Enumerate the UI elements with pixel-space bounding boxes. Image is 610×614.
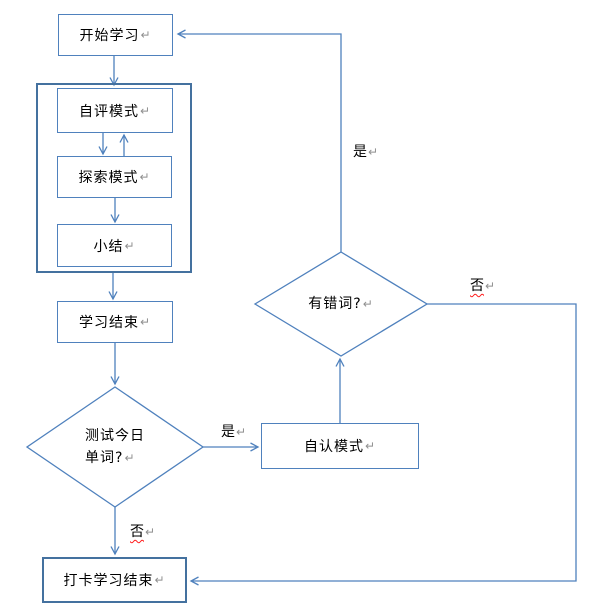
paragraph-mark: ↵ xyxy=(139,170,151,184)
node-explore-label: 探索模式 xyxy=(78,170,139,186)
node-study-end: 学习结束↵ xyxy=(57,301,173,343)
connector-wrong-no-to-checkin-end xyxy=(189,303,577,586)
edge-label-wrong-no: 否↵ xyxy=(470,278,496,294)
node-self-recognize-label: 自认模式 xyxy=(303,439,364,455)
paragraph-mark: ↵ xyxy=(364,439,377,453)
node-explore: 探索模式↵ xyxy=(57,156,172,198)
node-self-eval-label: 自评模式 xyxy=(78,103,139,120)
edge-label-wrong-yes: 是↵ xyxy=(353,144,379,160)
paragraph-mark: ↵ xyxy=(139,103,152,118)
node-checkin-end: 打卡学习结束↵ xyxy=(42,557,187,603)
paragraph-mark: ↵ xyxy=(236,425,247,439)
decision-test-today-shape xyxy=(25,386,205,508)
paragraph-mark: ↵ xyxy=(485,279,496,293)
node-self-recognize: 自认模式↵ xyxy=(261,423,419,469)
paragraph-mark: ↵ xyxy=(139,315,152,329)
node-start: 开始学习↵ xyxy=(58,14,173,56)
paragraph-mark: ↵ xyxy=(154,573,166,587)
node-summary-label: 小结 xyxy=(93,238,124,255)
paragraph-mark: ↵ xyxy=(368,145,379,159)
node-summary: 小结↵ xyxy=(57,224,172,267)
paragraph-mark: ↵ xyxy=(124,238,136,253)
paragraph-mark: ↵ xyxy=(140,28,152,42)
edge-label-test-no: 否↵ xyxy=(130,524,156,540)
node-study-end-label: 学习结束 xyxy=(78,315,139,331)
decision-wrong-words-shape xyxy=(253,251,429,357)
node-checkin-end-label: 打卡学习结束 xyxy=(63,573,154,589)
paragraph-mark: ↵ xyxy=(145,525,156,539)
edge-label-test-yes: 是↵ xyxy=(221,424,247,440)
node-start-label: 开始学习 xyxy=(79,28,140,44)
node-self-eval: 自评模式↵ xyxy=(57,88,173,133)
connector-wrong-yes-to-start xyxy=(176,29,342,252)
